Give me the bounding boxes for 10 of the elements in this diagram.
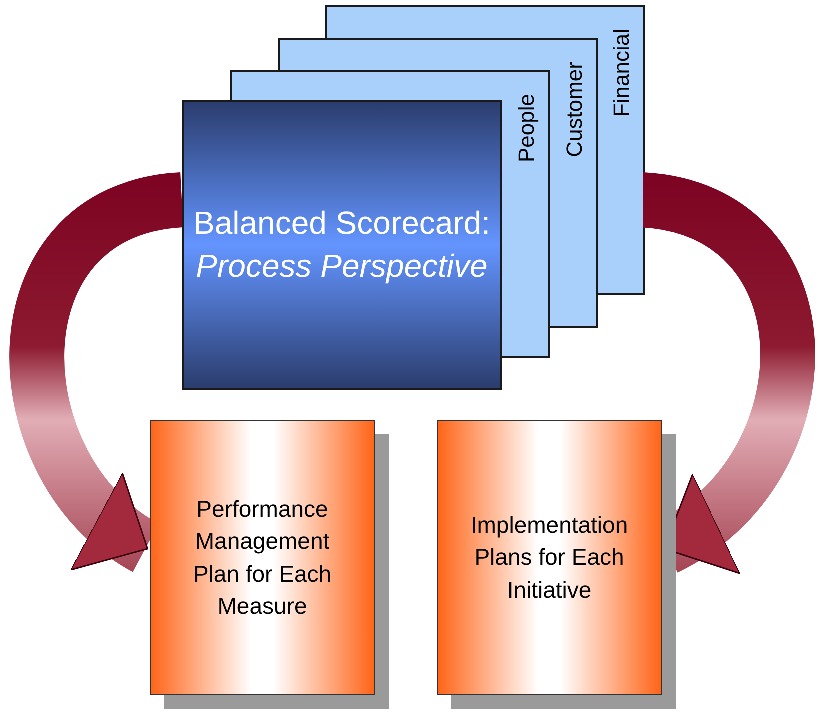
scorecard-box: [182, 100, 502, 390]
card-label: People: [516, 94, 538, 163]
plan-box: [437, 420, 662, 695]
plan-text: Performance Management Plan for Each Measure: [192, 495, 333, 621]
card-label: Financial: [611, 29, 633, 118]
box-subtitle: Process Perspective: [196, 247, 488, 286]
plan-box: [150, 420, 375, 695]
card-label: Customer: [564, 62, 586, 158]
plan-text: Implementation Plans for Each Initiative: [470, 511, 630, 605]
box-title: Balanced Scorecard:: [193, 204, 491, 243]
